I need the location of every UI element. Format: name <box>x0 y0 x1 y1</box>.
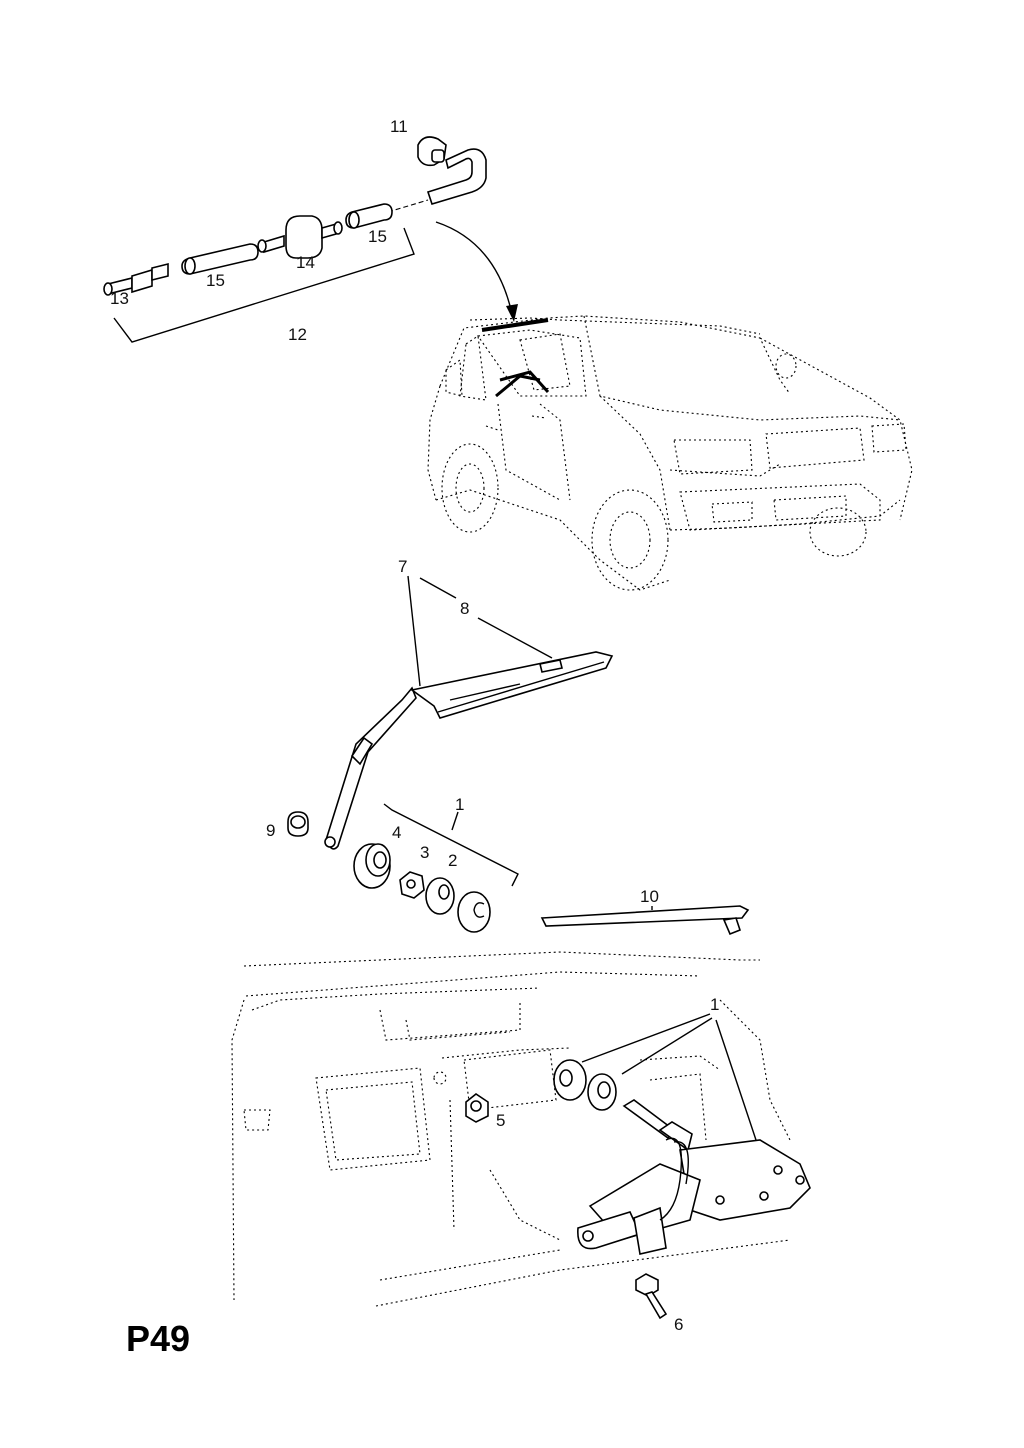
callout-14: 14 <box>296 253 315 272</box>
washer-nozzle[interactable] <box>417 136 447 167</box>
vehicle-wiper-highlight <box>481 318 550 398</box>
motor-washer[interactable] <box>587 1073 617 1111</box>
hose-piece-left[interactable] <box>181 243 259 275</box>
callout-5: 5 <box>496 1111 505 1130</box>
callout-12: 12 <box>288 325 307 344</box>
vehicle-outline <box>427 315 913 591</box>
hose-dashed-line <box>387 199 429 213</box>
callout-13: 13 <box>110 289 129 308</box>
hose-piece-right[interactable] <box>345 203 393 229</box>
callout-8: 8 <box>460 599 469 618</box>
grommet[interactable] <box>457 891 491 933</box>
wiper-blade[interactable] <box>410 651 614 719</box>
callout-15-right: 15 <box>368 227 387 246</box>
callout-6: 6 <box>674 1315 683 1334</box>
wiper-motor[interactable] <box>577 1099 811 1255</box>
callout-4: 4 <box>392 823 401 842</box>
callout-10: 10 <box>640 887 659 906</box>
trim-moulding[interactable] <box>540 905 750 936</box>
leader-1-bottom-a <box>581 1013 711 1063</box>
motor-bolt[interactable] <box>635 1273 668 1320</box>
cap-nut[interactable] <box>287 811 309 837</box>
wiper-arm[interactable] <box>324 686 417 850</box>
callout-9: 9 <box>266 821 275 840</box>
leader-1-bottom-b <box>621 1017 713 1075</box>
callout-11: 11 <box>390 117 408 136</box>
callout-3: 3 <box>420 843 429 862</box>
callout-1-bottom: 1 <box>710 995 719 1014</box>
washer[interactable] <box>425 877 455 915</box>
leader-1-top <box>451 811 459 831</box>
location-arrow <box>435 221 513 315</box>
hose-connector-straight[interactable] <box>103 262 169 296</box>
leader-7b <box>419 577 457 599</box>
motor-grommet[interactable] <box>553 1059 587 1101</box>
mounting-screw[interactable] <box>465 1093 489 1123</box>
callout-15-left: 15 <box>206 271 225 290</box>
spindle-nut[interactable] <box>399 871 425 899</box>
callout-1-top: 1 <box>455 795 464 814</box>
leader-8 <box>477 617 553 659</box>
leader-1-bottom-c <box>715 1019 757 1141</box>
curved-hose <box>426 148 487 205</box>
bracket-1-top <box>383 803 519 887</box>
tailgate-outline <box>231 951 791 1307</box>
spindle-cap[interactable] <box>353 843 391 889</box>
leader-7 <box>407 575 421 687</box>
callout-7: 7 <box>398 557 407 576</box>
callout-2: 2 <box>448 851 457 870</box>
assembly-bracket <box>113 227 415 343</box>
washer-hose-assembly <box>103 136 487 343</box>
page-code: P49 <box>126 1318 191 1359</box>
check-valve-connector[interactable] <box>257 215 343 259</box>
arrow-head <box>506 304 518 322</box>
